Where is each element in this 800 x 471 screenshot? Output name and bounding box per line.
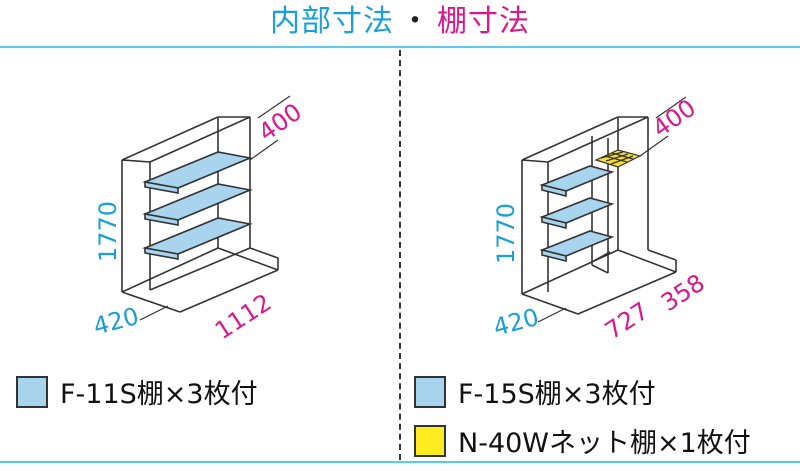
left-shelf-depth-label: 400 [253, 98, 307, 147]
right-shelf-1-edge [541, 183, 567, 198]
title-internal-dimensions: 内部寸法 [270, 4, 394, 39]
right-legend-net-swatch [414, 424, 446, 457]
right-width-a-label: 727 [600, 297, 654, 345]
right-legend-shelf-label: F-15S棚×3枚付 [458, 379, 656, 410]
left-legend-swatch [16, 375, 48, 408]
left-width-label: 1112 [210, 288, 276, 345]
left-shelf-3-edge [144, 247, 179, 260]
right-legend-net: N-40Wネット棚×1枚付 [414, 421, 751, 460]
right-shelf-depth-label: 400 [647, 94, 701, 143]
left-shelf-1-edge [144, 181, 179, 194]
right-legend-shelf: F-15S棚×3枚付 [414, 372, 656, 411]
right-height-label: 1770 [492, 203, 520, 264]
left-shelf-3 [142, 217, 253, 255]
right-legend-shelf-swatch [414, 375, 446, 408]
panel-divider [399, 50, 401, 460]
right-depth-label: 420 [490, 303, 541, 342]
left-legend: F-11S棚×3枚付 [16, 372, 258, 411]
right-width-b-label: 358 [656, 269, 710, 317]
left-height-label: 1770 [94, 201, 122, 262]
left-cabinet-diagram [121, 116, 279, 313]
bottom-rule [0, 461, 800, 463]
right-legend-net-label: N-40Wネット棚×1枚付 [458, 428, 751, 459]
right-shelf-2-edge [541, 215, 567, 230]
left-legend-label: F-11S棚×3枚付 [60, 379, 258, 410]
top-rule [0, 46, 800, 48]
right-net-shelf [594, 149, 642, 168]
left-shelves [142, 151, 253, 260]
left-shelf-2-edge [144, 213, 179, 226]
title-separator: ・ [400, 4, 431, 39]
page-title: 内部寸法・棚寸法 [0, 0, 800, 44]
left-depth-label: 420 [90, 302, 141, 341]
title-shelf-dimensions: 棚寸法 [437, 4, 530, 39]
right-shelves [539, 165, 615, 263]
right-shelf-3-edge [541, 248, 567, 263]
